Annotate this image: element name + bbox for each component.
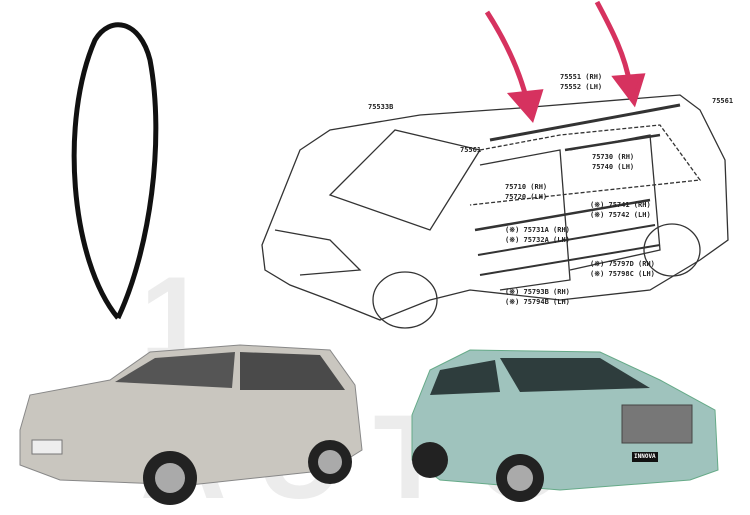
label-rear-door-rh: (※) 75741 (RH) — [590, 201, 651, 209]
arrow-icon — [506, 89, 544, 124]
label-rear-belt-lh: 75740 (LH) — [592, 163, 635, 171]
pointer-arrows — [484, 0, 646, 124]
parts-diagram-car — [261, 94, 729, 329]
label-windshield: 75533B — [368, 103, 394, 111]
label-front-belt-rh: 75710 (RH) — [505, 183, 548, 191]
silver-innova-photo — [19, 344, 363, 505]
label-front-belt-lh: 75720 (LH) — [505, 193, 548, 201]
teal-innova-photo — [411, 349, 719, 502]
label-clip-rear: 75561 — [712, 97, 734, 105]
label-clip-front: 75561 — [460, 146, 482, 154]
label-front-door-rh: (※) 75731A (RH) — [505, 226, 570, 234]
label-front-lower-lh: (※) 75794B (LH) — [505, 298, 570, 306]
label-rear-lower-rh: (※) 75797D (RH) — [590, 260, 655, 268]
rubber-seal-strip — [71, 22, 159, 320]
label-rear-belt-rh: 75730 (RH) — [592, 153, 635, 161]
label-front-lower-rh: (※) 75793B (RH) — [505, 288, 570, 296]
label-rear-door-lh: (※) 75742 (LH) — [590, 211, 651, 219]
label-front-door-lh: (※) 75732A (LH) — [505, 236, 570, 244]
arrow-icon — [611, 73, 646, 108]
label-roof-rh: 75551 (RH) — [560, 73, 603, 81]
label-rear-lower-lh: (※) 75798C (LH) — [590, 270, 655, 278]
license-plate: INNOVA — [632, 452, 658, 462]
label-roof-lh: 75552 (LH) — [560, 83, 603, 91]
arrow-icon — [484, 10, 531, 106]
